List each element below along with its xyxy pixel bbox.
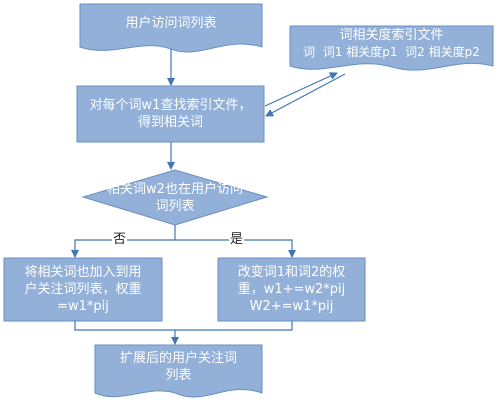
change-weight-line-2: 重，w1+=w2*pij xyxy=(237,282,346,297)
result-line-2: 列表 xyxy=(165,368,192,383)
decision-line-1: 相关词w2也在用户访问 xyxy=(107,182,243,197)
add-related-line-2: 户关注词列表，权重 xyxy=(24,282,142,297)
user-word-list-label: 用户访问词列表 xyxy=(80,8,262,38)
user-word-list-text: 用户访问词列表 xyxy=(125,15,217,31)
add-related-line-3: =w1*pij xyxy=(57,299,109,314)
result-line-1: 扩展后的用户关注词 xyxy=(119,351,237,366)
decision-label: 相关词w2也在用户访问 词列表 xyxy=(83,180,267,216)
index-file-row: 词 词1 相关度p1 词2 相关度p2 xyxy=(303,45,480,59)
index-file-label: 词相关度索引文件 词 词1 相关度p1 词2 相关度p2 xyxy=(290,28,493,60)
lookup-label: 对每个词w1查找索引文件， 得到相关词 xyxy=(77,86,264,142)
yes-branch-label: 是 xyxy=(229,232,245,247)
change-weight-line-1: 改变词1和词2的权 xyxy=(237,265,346,280)
merge-line-add-related xyxy=(74,321,175,331)
index-file-title: 词相关度索引文件 xyxy=(339,28,444,43)
arrow-lookup-to-index xyxy=(264,72,338,107)
merge-line-change-weight xyxy=(175,321,293,331)
arrow-index-to-lookup xyxy=(265,73,346,117)
arrow-decision-yes xyxy=(175,239,296,258)
decision-line-2: 词列表 xyxy=(155,199,195,214)
no-branch-label: 否 xyxy=(112,232,128,247)
change-weight-line-3: W2+=w1*pij xyxy=(249,299,334,314)
add-related-line-1: 将相关词也加入到用 xyxy=(24,265,142,280)
result-label: 扩展后的用户关注词 列表 xyxy=(95,348,262,386)
lookup-line-2: 得到相关词 xyxy=(137,115,203,130)
change-weight-label: 改变词1和词2的权 重，w1+=w2*pij W2+=w1*pij xyxy=(218,258,365,321)
add-related-label: 将相关词也加入到用 户关注词列表，权重 =w1*pij xyxy=(4,258,162,321)
change-weight-process-shape xyxy=(217,257,366,322)
add-related-process-shape xyxy=(3,257,163,322)
index-file-doc-shape xyxy=(289,25,494,71)
lookup-line-1: 对每个词w1查找索引文件， xyxy=(89,98,252,113)
lookup-process-shape xyxy=(76,85,265,143)
result-doc-shape xyxy=(94,344,263,398)
